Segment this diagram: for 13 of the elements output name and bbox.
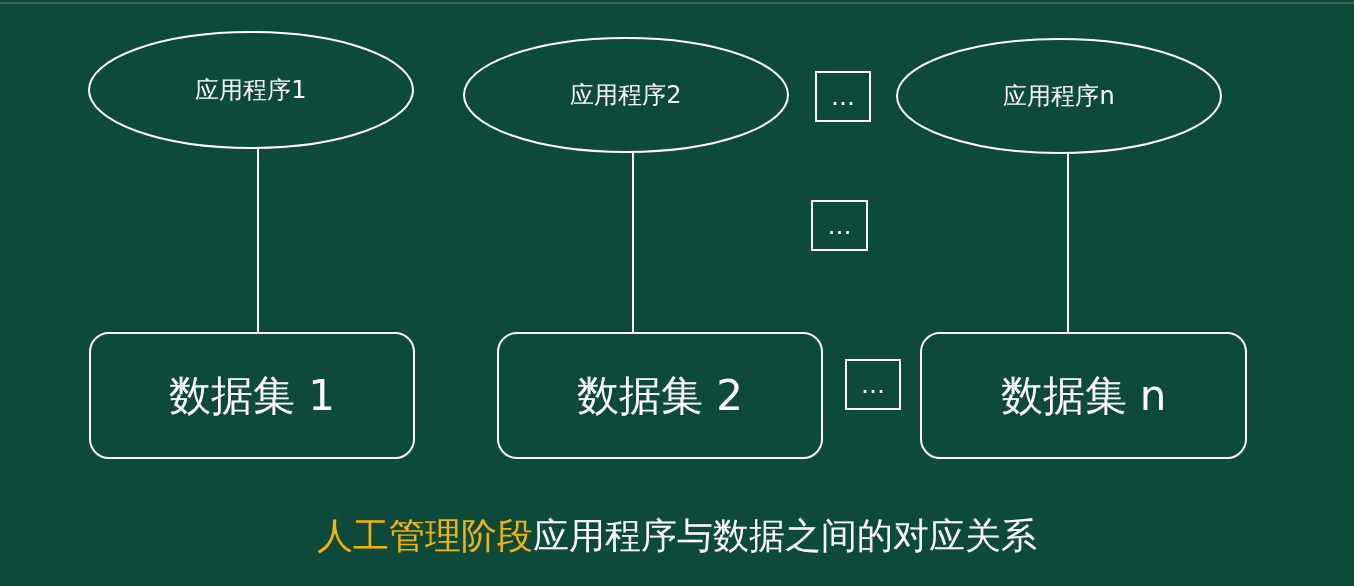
- dataset-box: 数据集 1: [89, 332, 415, 459]
- program-ellipse: 应用程序1: [88, 31, 414, 149]
- connector-line: [257, 147, 259, 333]
- ellipsis-box: …: [811, 200, 868, 251]
- program-ellipse: 应用程序n: [896, 38, 1222, 154]
- connector-line: [1067, 152, 1069, 333]
- connector-line: [632, 151, 634, 333]
- ellipsis-box: …: [815, 71, 871, 122]
- dataset-box: 数据集 n: [920, 332, 1247, 459]
- program-ellipse: 应用程序2: [463, 37, 789, 153]
- caption: 人工管理阶段应用程序与数据之间的对应关系: [317, 515, 1037, 556]
- dataset-box: 数据集 2: [497, 332, 823, 459]
- ellipsis-box: …: [845, 359, 901, 410]
